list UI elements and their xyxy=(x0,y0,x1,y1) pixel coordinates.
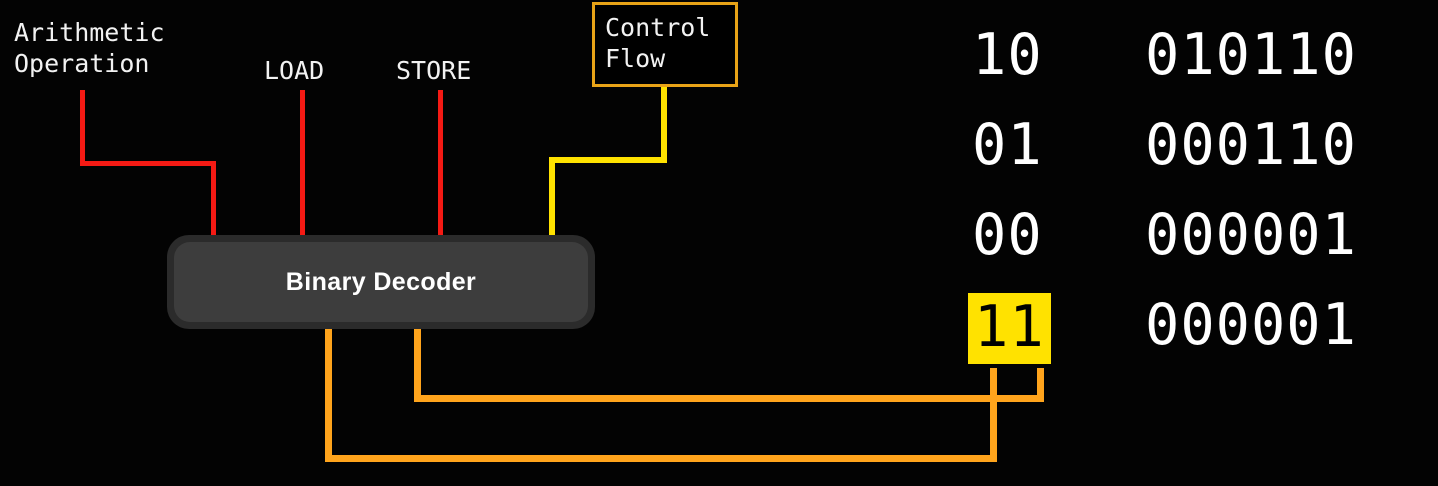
connector-output-a-vertical-right xyxy=(990,368,997,462)
code-word: 000001 xyxy=(1145,292,1357,358)
connector-load-vertical xyxy=(300,90,305,240)
code-word: 010110 xyxy=(1145,22,1357,88)
code-word: 000001 xyxy=(1145,202,1357,268)
connector-controlflow-horizontal xyxy=(549,157,667,163)
label-store: STORE xyxy=(396,56,472,85)
code-address: 00 xyxy=(972,202,1043,268)
connector-controlflow-vertical-upper xyxy=(661,87,667,163)
code-address: 01 xyxy=(972,112,1043,178)
connector-arithmetic-horizontal xyxy=(80,161,216,166)
connector-output-b-vertical-left xyxy=(414,326,421,402)
code-address: 10 xyxy=(972,22,1043,88)
binary-decoder-node[interactable]: Binary Decoder xyxy=(167,235,595,329)
control-flow-label: Control Flow xyxy=(605,13,711,73)
code-word: 000110 xyxy=(1145,112,1357,178)
control-flow-box[interactable]: Control Flow xyxy=(592,2,738,87)
label-arithmetic-operation: Arithmetic Operation xyxy=(14,18,165,78)
connector-output-a-vertical-left xyxy=(325,326,332,461)
connector-output-b-horizontal xyxy=(414,395,1044,402)
connector-store-vertical xyxy=(438,90,443,240)
binary-decoder-label: Binary Decoder xyxy=(285,267,477,296)
connector-arithmetic-vertical-upper xyxy=(80,90,85,166)
code-address-highlighted: 11 xyxy=(968,293,1051,364)
connector-output-a-horizontal xyxy=(325,455,997,462)
label-load: LOAD xyxy=(264,56,325,85)
connector-controlflow-vertical-lower xyxy=(549,157,555,241)
binary-decoder-inner-panel: Binary Decoder xyxy=(174,242,588,322)
connector-output-b-vertical-right xyxy=(1037,368,1044,402)
connector-arithmetic-vertical-lower xyxy=(211,161,216,240)
